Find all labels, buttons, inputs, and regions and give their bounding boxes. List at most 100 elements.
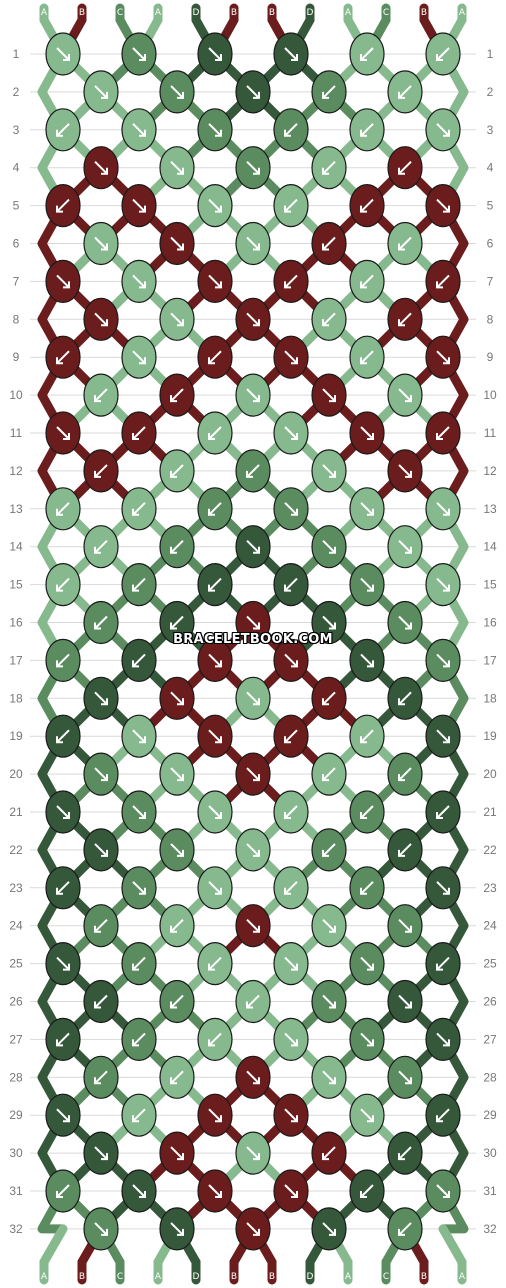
knot-arrow-head xyxy=(398,167,405,175)
knot-arrow-head xyxy=(284,736,291,744)
row-number-left: 1 xyxy=(13,47,20,61)
knot-arrow-head xyxy=(398,319,405,327)
knot xyxy=(349,259,385,303)
knot-arrow-icon xyxy=(398,160,412,175)
knot-arrow-head xyxy=(329,470,336,478)
knot-arrow-icon xyxy=(208,426,222,440)
knot-arrow-head xyxy=(322,1153,329,1161)
knot-arrow-icon xyxy=(436,123,450,137)
knot-arrow-icon xyxy=(94,85,108,99)
knot xyxy=(273,411,309,455)
knot xyxy=(83,70,119,114)
knot-arrow-head xyxy=(139,812,146,819)
knot xyxy=(387,525,423,569)
knot-arrow-icon xyxy=(284,198,298,213)
knot-arrow-head xyxy=(443,205,450,213)
knot-arrow-icon xyxy=(398,1146,412,1160)
knot-arrow-icon xyxy=(360,1184,374,1198)
knot-arrow-icon xyxy=(132,426,146,440)
knot-arrow-head xyxy=(329,622,336,630)
knot-arrow-head xyxy=(177,774,184,782)
knot xyxy=(349,32,385,76)
knot-arrow-head xyxy=(139,357,146,365)
knot-arrow-icon xyxy=(436,881,450,895)
knot-arrow-head xyxy=(329,395,336,403)
knot-arrow-icon xyxy=(208,502,222,516)
knot xyxy=(235,979,271,1024)
row-number-left: 7 xyxy=(13,274,20,288)
knot-arrow-head xyxy=(367,660,374,668)
knot-arrow-head xyxy=(436,1115,443,1123)
knot-arrow-icon xyxy=(56,577,70,592)
knot-arrow-icon xyxy=(360,956,374,971)
knot-arrow-head xyxy=(215,54,222,61)
knot xyxy=(273,714,309,758)
knot-arrow-icon xyxy=(132,805,146,819)
knot xyxy=(273,866,309,910)
string-label-top: D xyxy=(193,8,200,18)
knot xyxy=(45,184,81,228)
row-number-left: 9 xyxy=(13,350,20,364)
knot-arrow-icon xyxy=(56,729,70,743)
knot xyxy=(45,714,81,758)
row-number-right: 28 xyxy=(483,1070,497,1084)
knot-arrow-head xyxy=(215,660,222,668)
row-number-right: 6 xyxy=(487,237,494,251)
string-label-bottom: D xyxy=(307,1272,314,1282)
knot-arrow-icon xyxy=(208,653,222,668)
knot xyxy=(45,638,81,683)
knot-arrow-icon xyxy=(94,388,108,402)
knot-arrow-head xyxy=(170,470,177,478)
row-number-right: 22 xyxy=(483,843,497,857)
knot xyxy=(45,335,81,379)
row-number-right: 30 xyxy=(483,1146,497,1160)
row-number-left: 14 xyxy=(9,540,23,554)
knot-arrow-icon xyxy=(398,1070,412,1085)
knot-arrow-icon xyxy=(360,881,374,895)
knot-arrow-icon xyxy=(94,1222,108,1236)
knot-arrow-head xyxy=(208,584,215,592)
knot-arrow-icon xyxy=(284,426,298,440)
knot xyxy=(121,1169,157,1213)
knot xyxy=(235,600,271,645)
row-number-right: 4 xyxy=(487,161,494,175)
knot-arrow-icon xyxy=(56,426,70,440)
knot xyxy=(235,1207,271,1251)
knot-arrow-head xyxy=(246,470,253,478)
knot-arrow-head xyxy=(177,167,184,175)
knot xyxy=(159,297,195,341)
knot xyxy=(273,184,309,228)
knot-arrow-head xyxy=(253,546,260,554)
knot-arrow-icon xyxy=(436,653,450,668)
knot-arrow-head xyxy=(291,963,298,971)
knot-arrow-icon xyxy=(132,198,146,213)
row-number-right: 5 xyxy=(487,199,494,213)
knot-arrow-icon xyxy=(246,615,260,630)
knot-arrow-head xyxy=(208,1039,215,1047)
knot xyxy=(311,904,347,948)
knot-arrow-icon xyxy=(246,464,260,478)
knot-arrow-head xyxy=(94,1077,101,1085)
knot xyxy=(197,638,233,683)
knot xyxy=(235,70,271,114)
knot-arrow-head xyxy=(405,395,412,403)
knot xyxy=(387,979,423,1024)
knot-arrow-head xyxy=(284,812,291,819)
knot-arrow-icon xyxy=(208,274,222,289)
row-number-left: 25 xyxy=(9,957,23,971)
row-number-left: 22 xyxy=(9,843,23,857)
string-bottom xyxy=(438,1224,467,1285)
knot-arrow-head xyxy=(367,1039,374,1047)
knot xyxy=(83,1207,119,1251)
knot xyxy=(45,1169,81,1213)
knot xyxy=(83,297,119,341)
knot-arrow-icon xyxy=(132,123,146,137)
knot xyxy=(45,32,81,76)
knot-arrow-head xyxy=(177,319,184,327)
knot xyxy=(311,1207,347,1251)
knot xyxy=(425,487,461,531)
knot xyxy=(425,1017,461,1062)
knot-arrow-icon xyxy=(208,881,222,895)
row-number-left: 16 xyxy=(9,616,23,630)
knot-arrow-icon xyxy=(170,464,184,478)
